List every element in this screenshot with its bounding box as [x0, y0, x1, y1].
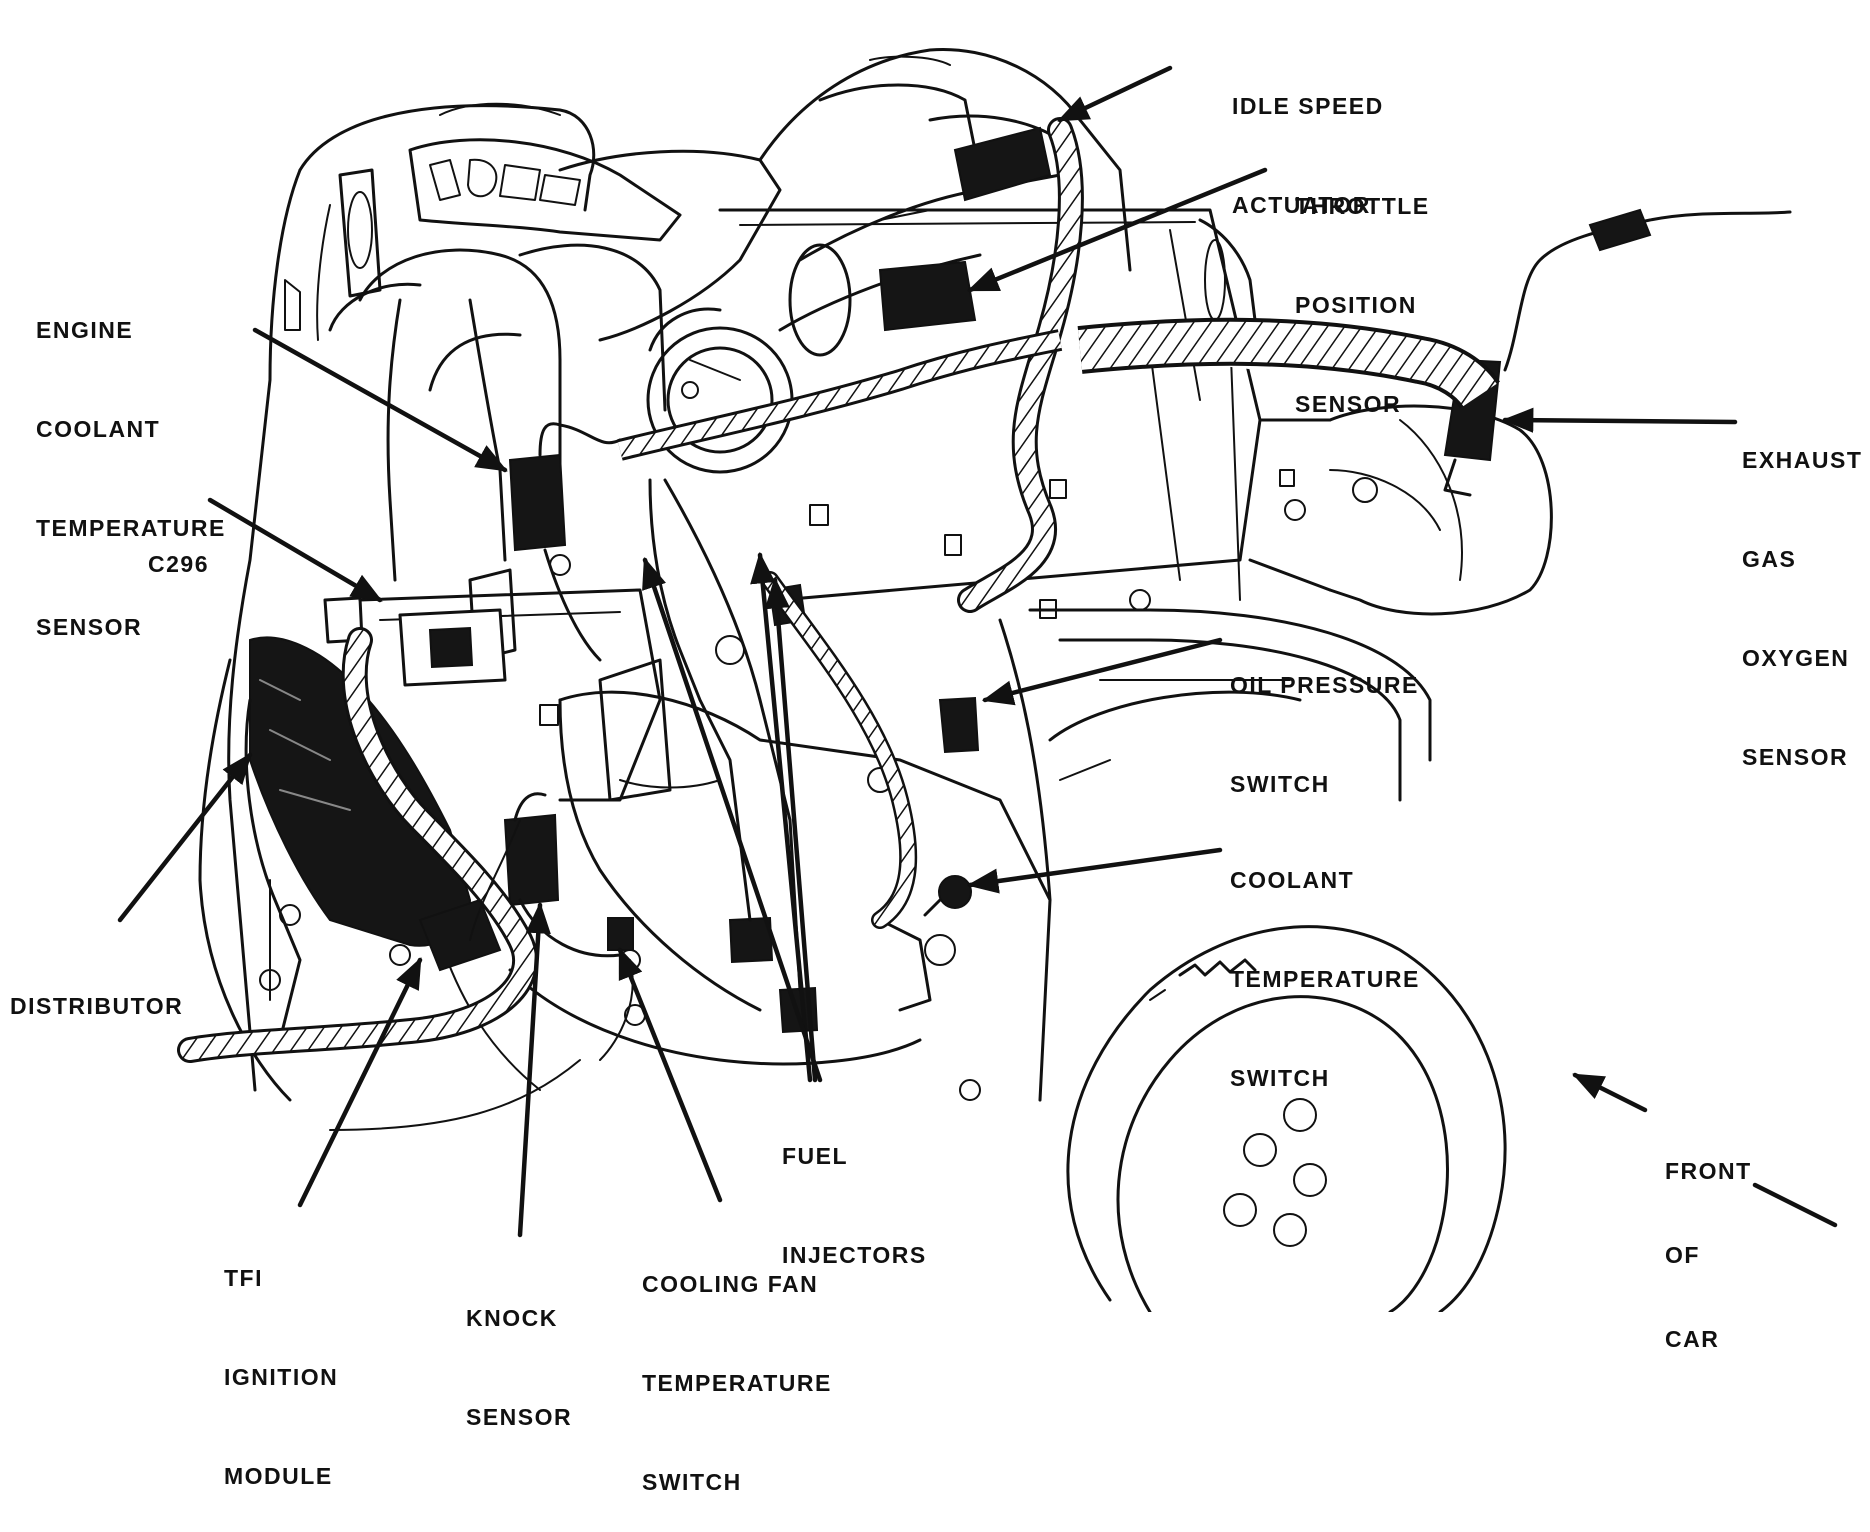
label-oil-pressure-switch: OIL PRESSURE SWITCH: [1230, 672, 1419, 797]
label-coolant-temperature-switch: COOLANT TEMPERATURE SWITCH: [1230, 867, 1420, 1091]
engine-component-diagram: [117, 47, 1838, 1312]
engine-line-art: [177, 47, 1792, 1312]
label-tfi-ignition-module: TFI IGNITION MODULE: [224, 1265, 339, 1489]
label-knock-sensor: KNOCK SENSOR: [466, 1305, 573, 1430]
label-distributor: DISTRIBUTOR: [10, 993, 184, 1019]
label-c296: C296: [148, 551, 209, 577]
label-cooling-fan-temperature-switch: COOLING FAN TEMPERATURE SWITCH: [642, 1271, 832, 1495]
label-front-of-car: FRONT OF CAR: [1665, 1158, 1752, 1352]
leader-lines: [117, 65, 1838, 1238]
label-engine-coolant-temperature-sensor: ENGINE COOLANT TEMPERATURE SENSOR: [36, 317, 226, 640]
label-exhaust-gas-oxygen-sensor: EXHAUST GAS OXYGEN SENSOR: [1742, 447, 1863, 770]
label-fuel-injectors: FUEL INJECTORS: [782, 1143, 927, 1268]
label-throttle-position-sensor: THROTTLE POSITION SENSOR: [1295, 193, 1430, 417]
label-idle-speed-actuator: IDLE SPEED ACTUATOR: [1232, 93, 1384, 218]
